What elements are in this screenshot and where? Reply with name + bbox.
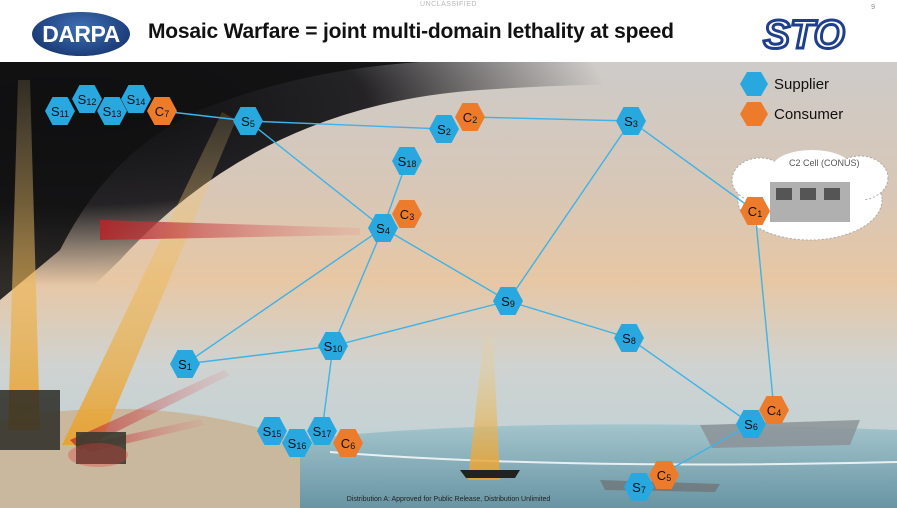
link-s1-s10 — [184, 345, 334, 365]
node-letter: S — [501, 293, 510, 309]
node-letter: S — [241, 113, 250, 129]
node-subscript: 9 — [509, 299, 515, 309]
link-s5-s4 — [247, 120, 384, 229]
node-letter: C — [656, 467, 667, 483]
node-letter: C — [340, 435, 351, 451]
slide-title: Mosaic Warfare = joint multi-domain leth… — [148, 20, 674, 43]
node-letter: S — [397, 153, 407, 169]
classification-marking: UNCLASSIFIED — [420, 1, 477, 8]
node-letter: C — [766, 402, 777, 418]
node-subscript: 14 — [135, 97, 146, 107]
node-letter: S — [77, 91, 87, 107]
node-letter: S — [50, 103, 60, 119]
node-letter: S — [126, 91, 136, 107]
node-letter: C — [399, 206, 410, 222]
node-subscript: 7 — [164, 109, 170, 119]
link-s9-s8 — [507, 300, 630, 339]
link-c7-s5 — [161, 110, 249, 122]
page-number: 9 — [871, 4, 875, 11]
node-subscript: 3 — [409, 212, 415, 222]
node-subscript: 5 — [666, 473, 672, 483]
node-subscript: 13 — [111, 109, 122, 119]
node-letter: S — [376, 220, 385, 236]
node-letter: S — [744, 416, 753, 432]
consumer-hex-icon — [740, 102, 768, 126]
sto-logo: STO — [762, 12, 847, 56]
node-subscript: 4 — [776, 408, 782, 418]
node-letter: S — [262, 423, 272, 439]
link-s3-s9 — [507, 120, 632, 302]
node-subscript: 17 — [321, 429, 332, 439]
link-s9-s10 — [332, 300, 509, 347]
node-letter: S — [312, 423, 322, 439]
legend-consumer-label: Consumer — [774, 105, 844, 123]
node-letter: S — [622, 330, 631, 346]
node-subscript: 7 — [640, 485, 646, 495]
node-subscript: 15 — [271, 429, 282, 439]
node-letter: C — [462, 109, 473, 125]
node-subscript: 18 — [406, 159, 417, 169]
node-subscript: 8 — [630, 336, 636, 346]
link-s8-s6 — [628, 337, 752, 425]
node-letter: S — [323, 338, 333, 354]
node-subscript: 10 — [332, 344, 343, 354]
node-subscript: 4 — [384, 226, 390, 236]
supplier-hex-icon — [740, 72, 768, 96]
node-letter: S — [632, 479, 641, 495]
c2-cell-label: C2 Cell (CONUS) — [789, 158, 860, 168]
node-subscript: 2 — [445, 127, 451, 137]
legend-supplier-label: Supplier — [774, 75, 830, 93]
node-letter: S — [437, 121, 446, 137]
node-subscript: 6 — [752, 422, 758, 432]
link-s4-s10 — [332, 227, 384, 347]
link-c1-c4 — [754, 210, 775, 411]
node-letter: S — [178, 356, 187, 372]
node-subscript: 1 — [757, 209, 763, 219]
svg-text:STO: STO — [763, 13, 845, 55]
darpa-logo: DARPA — [32, 12, 130, 56]
legend-supplier: Supplier — [740, 72, 829, 96]
link-s5-s2 — [247, 120, 445, 130]
slide-header: UNCLASSIFIED 9 DARPA Mosaic Warfare = jo… — [0, 0, 897, 62]
legend-consumer: Consumer — [740, 102, 843, 126]
node-letter: C — [747, 203, 758, 219]
node-subscript: 12 — [86, 97, 97, 107]
node-subscript: 16 — [296, 441, 307, 451]
node-letter: C — [154, 103, 165, 119]
link-c2-s3 — [469, 116, 632, 122]
node-letter: S — [624, 113, 633, 129]
node-letter: S — [102, 103, 112, 119]
node-letter: S — [287, 435, 297, 451]
link-s10-s17 — [321, 345, 334, 432]
node-subscript: 2 — [472, 115, 478, 125]
node-subscript: 1 — [186, 362, 192, 372]
node-subscript: 3 — [632, 119, 638, 129]
link-s4-s9 — [382, 227, 509, 302]
node-subscript: 6 — [350, 441, 356, 451]
link-s3-c1 — [630, 120, 756, 212]
node-subscript: 5 — [249, 119, 255, 129]
link-s4-s1 — [184, 227, 384, 365]
distribution-statement: Distribution A: Approved for Public Rele… — [346, 496, 551, 503]
node-subscript: 11 — [59, 109, 69, 119]
